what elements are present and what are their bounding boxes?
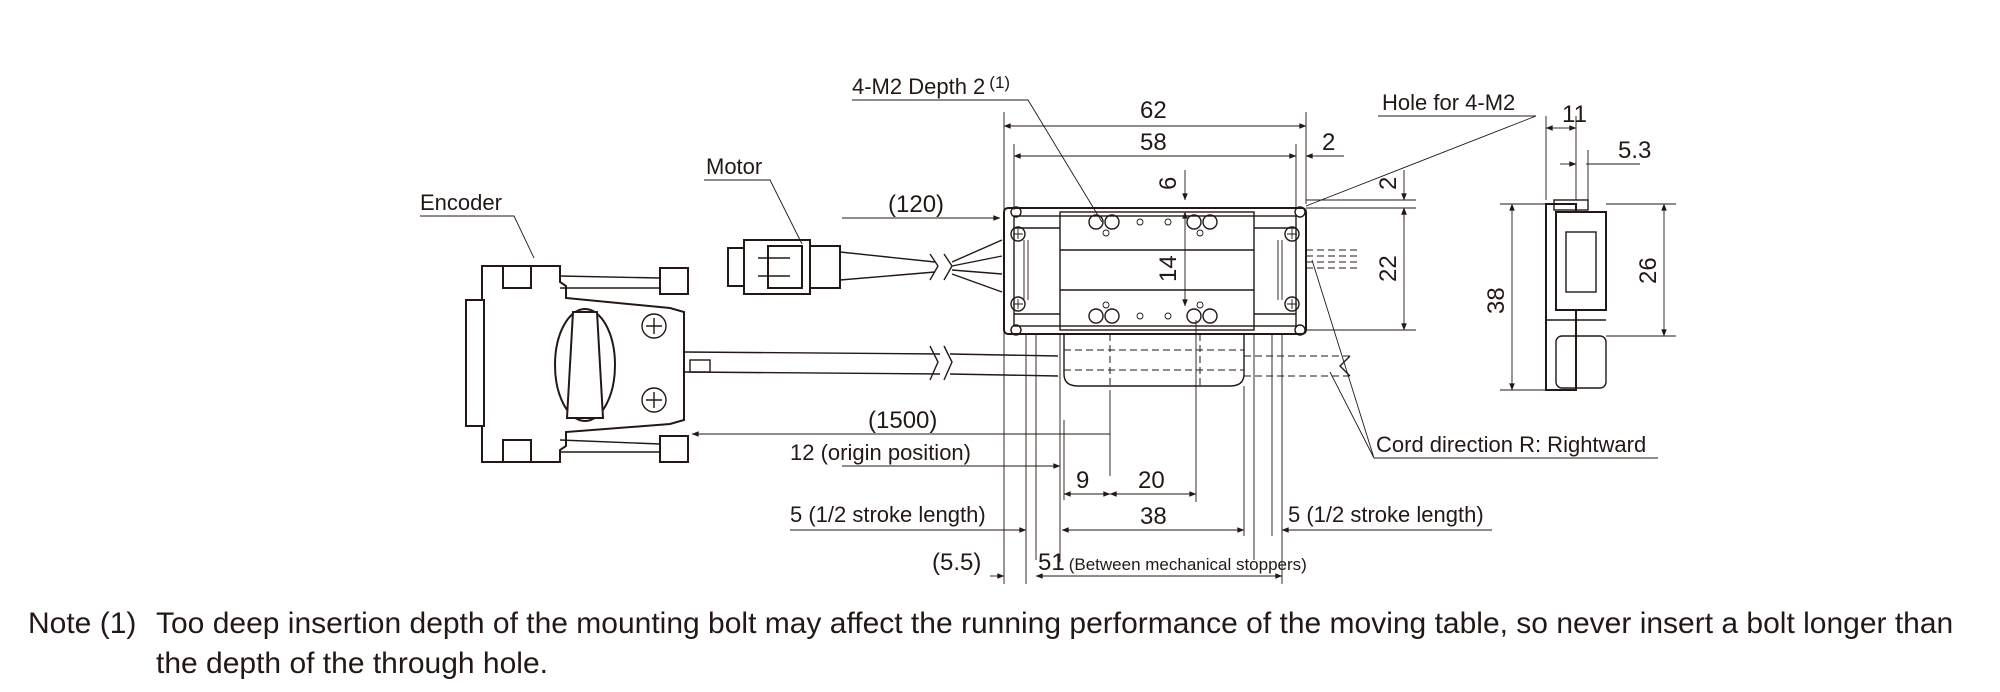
dim-14: 14 [1155, 255, 1182, 282]
dim-origin-position: 12 (origin position) [790, 440, 971, 465]
hole-for-label: Hole for 4-M2 [1382, 90, 1515, 115]
stage-top-view [1003, 206, 1360, 387]
dim-half-stroke-right: 5 (1/2 stroke length) [1288, 502, 1484, 527]
dim-120: (120) [888, 191, 944, 218]
dim-2-top: 2 [1322, 129, 1335, 156]
tapped-holes-label: 4-M2 Depth 2(1) [852, 73, 1010, 99]
dim-26: 26 [1635, 257, 1662, 284]
stage-side-view [1545, 199, 1607, 391]
dim-58: 58 [1140, 129, 1167, 156]
dim-38: 38 [1140, 503, 1167, 530]
dim-9: 9 [1076, 467, 1089, 494]
footnote-text: Too deep insertion depth of the mounting… [156, 607, 1954, 680]
dim-62: 62 [1140, 97, 1167, 124]
footnote-tag: Note (1) [28, 607, 137, 640]
dim-5-3: 5.3 [1618, 137, 1651, 164]
leader-lines [420, 99, 1658, 459]
dim-6: 6 [1155, 177, 1182, 190]
dim-22: 22 [1375, 255, 1402, 282]
dim-51: 51(Between mechanical stoppers) [1038, 549, 1307, 576]
motor-label: Motor [706, 154, 762, 179]
dim-5-5: (5.5) [932, 549, 981, 576]
cord-direction-label: Cord direction R: Rightward [1376, 432, 1646, 457]
dim-2-right: 2 [1375, 177, 1402, 190]
dim-38-side: 38 [1483, 287, 1510, 314]
dim-half-stroke-left: 5 (1/2 stroke length) [790, 502, 986, 527]
encoder-label: Encoder [420, 190, 502, 215]
encoder-connector [465, 265, 1059, 463]
motor-connector [727, 239, 1003, 295]
dimension-lines [691, 123, 1667, 579]
dim-20: 20 [1138, 467, 1165, 494]
dim-11: 11 [1562, 101, 1587, 128]
dim-1500: (1500) [868, 407, 937, 434]
